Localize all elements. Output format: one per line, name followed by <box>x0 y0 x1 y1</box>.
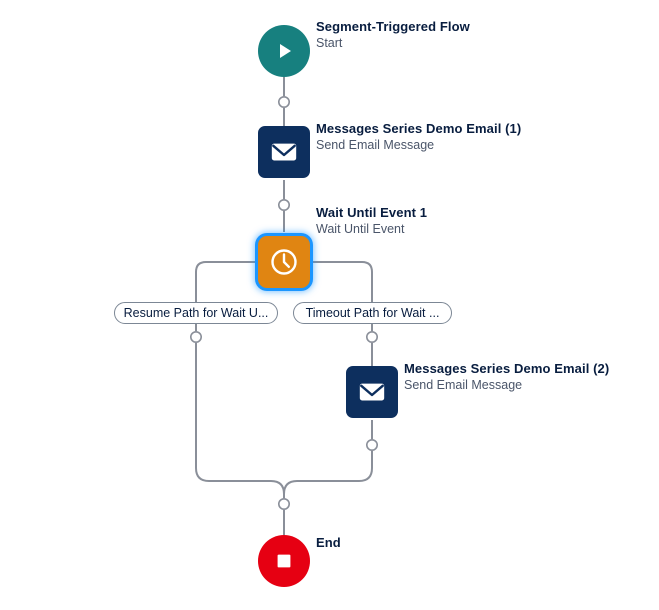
envelope-icon <box>258 126 310 178</box>
add-connector-button[interactable] <box>277 96 290 109</box>
node-start[interactable] <box>258 25 310 77</box>
node-email-2-label: Messages Series Demo Email (2) Send Emai… <box>404 360 609 394</box>
node-end-label: End <box>316 535 341 551</box>
path-label-timeout[interactable]: Timeout Path for Wait ... <box>293 302 452 324</box>
stop-icon <box>258 535 310 587</box>
node-start-title: Segment-Triggered Flow <box>316 19 470 34</box>
play-icon <box>258 25 310 77</box>
node-email-2-title: Messages Series Demo Email (2) <box>404 361 610 376</box>
connector-resume-to-merge <box>195 343 285 498</box>
node-wait-1[interactable] <box>258 236 310 288</box>
path-label-resume[interactable]: Resume Path for Wait U... <box>114 302 278 324</box>
node-email-1-subtitle: Send Email Message <box>316 138 435 152</box>
node-email-1-title: Messages Series Demo Email (1) <box>316 121 522 136</box>
connector-wait-to-timeout <box>312 261 373 302</box>
node-end[interactable] <box>258 535 310 587</box>
add-connector-button[interactable] <box>277 497 290 510</box>
node-wait-1-title: Wait Until Event 1 <box>316 205 428 220</box>
node-start-label: Segment-Triggered Flow Start <box>316 18 470 52</box>
node-start-subtitle: Start <box>316 36 343 50</box>
envelope-icon <box>346 366 398 418</box>
node-email-2-subtitle: Send Email Message <box>404 378 523 392</box>
node-email-2[interactable] <box>346 366 398 418</box>
clock-icon <box>258 236 310 288</box>
node-email-1[interactable] <box>258 126 310 178</box>
add-connector-button[interactable] <box>190 330 203 343</box>
connector-wait-to-resume <box>195 261 256 302</box>
node-end-title: End <box>316 535 341 550</box>
add-connector-button[interactable] <box>365 330 378 343</box>
node-wait-1-label: Wait Until Event 1 Wait Until Event <box>316 204 427 238</box>
add-connector-button[interactable] <box>365 438 378 451</box>
connector-email2-to-merge <box>283 451 373 498</box>
add-connector-button[interactable] <box>277 199 290 212</box>
node-email-1-label: Messages Series Demo Email (1) Send Emai… <box>316 120 521 154</box>
node-wait-1-subtitle: Wait Until Event <box>316 222 405 236</box>
